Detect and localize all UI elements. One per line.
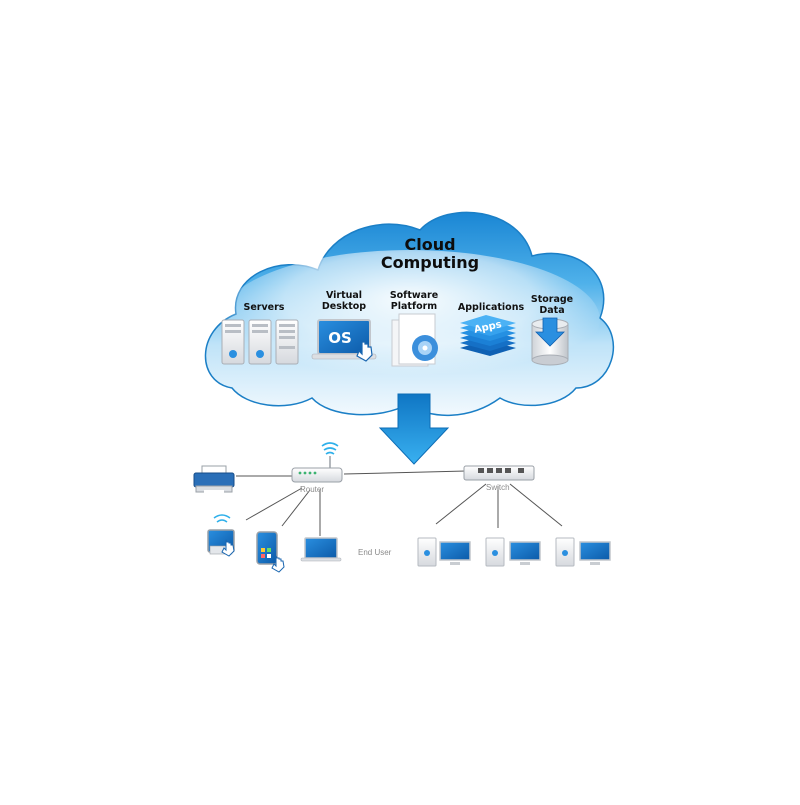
title-line-2: Computing [380, 253, 480, 272]
label-software-platform: Software Platform [384, 290, 444, 312]
router-icon [291, 442, 343, 483]
switch-label: Switch [486, 483, 510, 492]
switch-icon [463, 465, 535, 481]
end-user-label: End User [358, 548, 392, 557]
label-virtual-desktop-line-2: Desktop [321, 301, 367, 312]
desktop-pc-2 [485, 537, 541, 567]
network-links [236, 470, 563, 536]
os-icon-text: OS [328, 329, 352, 347]
label-storage-data-line-2: Data [539, 305, 565, 316]
label-storage-data-line-1: Storage [530, 294, 574, 305]
label-virtual-desktop: Virtual Desktop [314, 290, 374, 312]
label-servers: Servers [232, 302, 296, 313]
server-rack-icon [221, 319, 299, 365]
label-applications: Applications [454, 302, 528, 313]
label-software-platform-line-2: Platform [390, 301, 438, 312]
router-label: Router [300, 485, 325, 494]
wireless-tablet-icon [207, 514, 235, 557]
label-virtual-desktop-line-1: Virtual [325, 290, 363, 301]
apps-stack-icon: Apps [460, 315, 516, 356]
label-software-platform-line-1: Software [389, 290, 439, 301]
desktop-pc-1 [417, 537, 471, 567]
software-disc-box-icon [391, 313, 438, 367]
label-storage-data: Storage Data [526, 294, 578, 316]
label-servers-line-1: Servers [243, 302, 285, 313]
desktop-pc-3 [555, 537, 611, 567]
title-line-1: Cloud [404, 235, 456, 254]
cloud-to-network-arrow [378, 393, 450, 465]
laptop-icon [300, 537, 342, 562]
printer-icon [193, 465, 235, 493]
laptop-os-icon: OS [311, 319, 377, 362]
label-applications-line-1: Applications [457, 302, 525, 313]
smartphone-icon [256, 531, 285, 573]
diagram-title: Cloud Computing [360, 236, 500, 272]
database-storage-icon [531, 317, 569, 366]
